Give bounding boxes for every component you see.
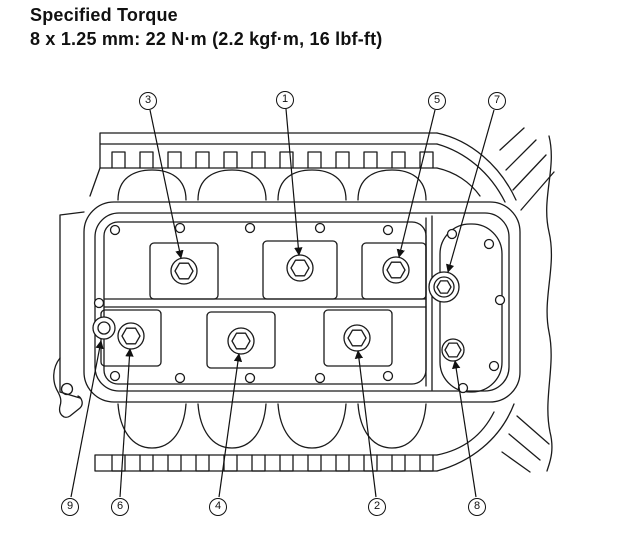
callout-6: 6 [111, 498, 129, 516]
bolt-4 [227, 327, 255, 355]
rocker-shaft [103, 298, 427, 308]
bolt-1 [286, 254, 314, 282]
bottom-castellation [111, 454, 434, 472]
pedestal-bottom-3 [323, 309, 393, 367]
bolt-3 [170, 257, 198, 285]
cover-outer-outline [83, 201, 521, 403]
bottom-arches [117, 403, 427, 449]
pedestal-top-3 [361, 242, 427, 300]
perimeter-holes [93, 222, 506, 394]
top-edge-lines [99, 132, 438, 169]
pedestal-bottom-2 [206, 311, 276, 369]
left-block [59, 167, 101, 399]
pod-inner-outline [439, 223, 503, 393]
leader-arrow-9 [70, 340, 104, 498]
engine-line-art [53, 127, 555, 473]
left-protrusion-hole [60, 382, 74, 396]
pod-divider [425, 215, 433, 391]
callout-7: 7 [488, 92, 506, 110]
pedestal-top-1 [149, 242, 219, 300]
callout-1: 1 [276, 91, 294, 109]
bolt-7 [428, 271, 460, 303]
leader-arrow-6 [119, 348, 134, 498]
leader-arrow-5 [396, 109, 436, 258]
cover-inner-outline [103, 221, 427, 385]
left-protrusion [53, 357, 83, 418]
right-sweeps [436, 132, 517, 472]
pedestal-top-2 [262, 240, 338, 300]
leader-arrow-2 [354, 350, 377, 498]
bolt-9 [92, 316, 116, 340]
leader-arrows [70, 108, 495, 498]
callout-2: 2 [368, 498, 386, 516]
leader-arrow-1 [285, 108, 303, 256]
bolt-5 [382, 256, 410, 284]
page-title: Specified Torque [30, 5, 178, 25]
right-wavy-edge [546, 135, 553, 472]
bolt-6 [117, 322, 145, 350]
leader-arrow-4 [218, 353, 243, 498]
leader-arrow-7 [446, 109, 495, 273]
bolt-8 [441, 338, 465, 362]
callout-4: 4 [209, 498, 227, 516]
callout-5: 5 [428, 92, 446, 110]
leader-arrow-3 [149, 109, 184, 259]
top-arches [117, 169, 427, 201]
bottom-edge-lines [94, 454, 438, 472]
bolt-2 [343, 324, 371, 352]
right-hatching-top [499, 127, 555, 211]
callout-9: 9 [61, 498, 79, 516]
callout-3: 3 [139, 92, 157, 110]
right-hatching-bottom [501, 415, 550, 473]
top-castellation [111, 151, 434, 169]
leader-arrow-8 [452, 360, 477, 498]
callout-8: 8 [468, 498, 486, 516]
torque-spec: 8 x 1.25 mm: 22 N·m (2.2 kgf·m, 16 lbf-f… [30, 29, 383, 49]
